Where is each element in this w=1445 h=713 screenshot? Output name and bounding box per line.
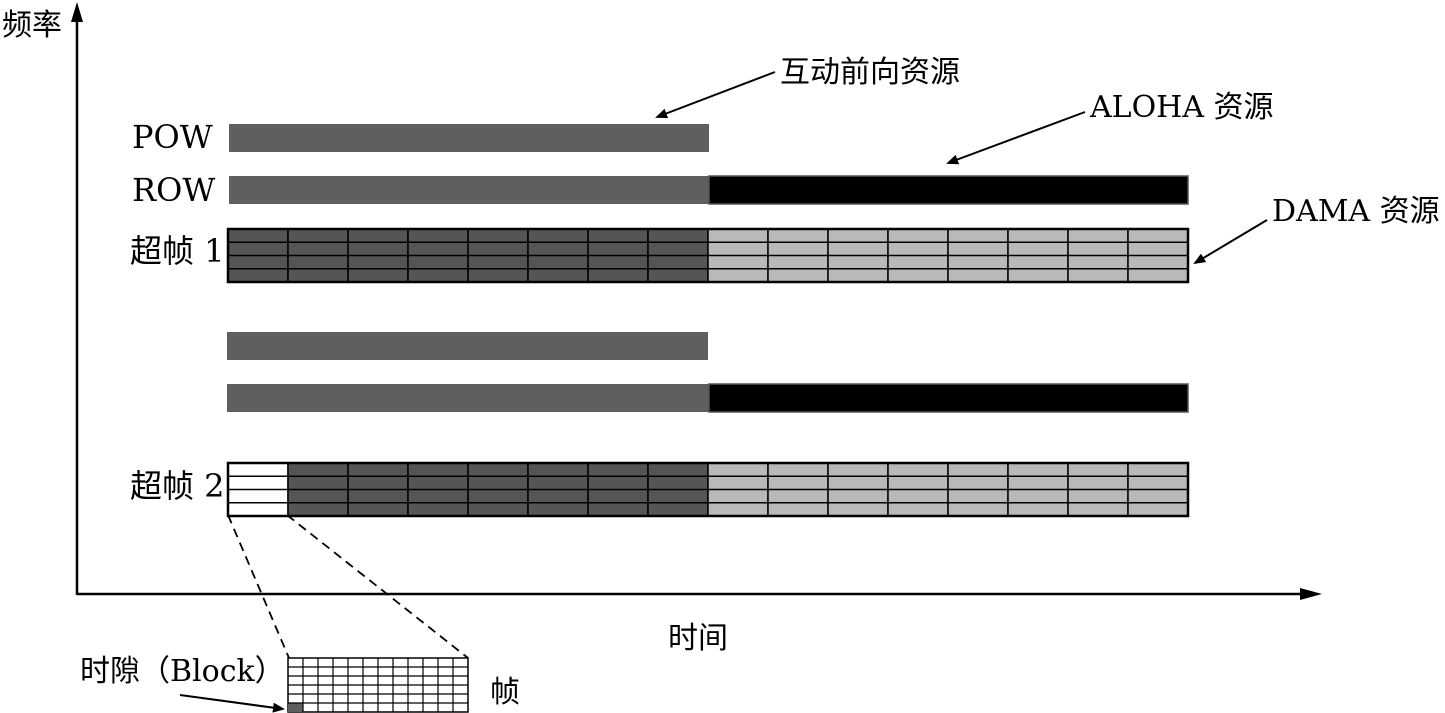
row-aloha-bar-2 xyxy=(708,383,1189,413)
dama-label: DAMA 资源 xyxy=(1272,194,1440,229)
row-forward-bar-1 xyxy=(229,176,709,204)
superframe1-grid xyxy=(226,227,1190,284)
y-axis-arrow xyxy=(71,2,83,22)
timeslot-label: 时隙（Block） xyxy=(80,654,285,689)
pow-bar-1 xyxy=(229,124,709,152)
pow-label: POW xyxy=(132,118,213,156)
zoom-line-left xyxy=(227,514,290,659)
aloha-arrow xyxy=(946,111,1086,165)
row-label: ROW xyxy=(132,171,215,209)
y-axis-label: 频率 xyxy=(2,8,62,43)
highlighted-timeslot xyxy=(288,703,303,712)
interactive-forward-label: 互动前向资源 xyxy=(780,55,960,90)
x-axis-label: 时间 xyxy=(668,621,728,656)
superframe1-label: 超帧 1 xyxy=(130,232,225,270)
x-axis-arrow xyxy=(1300,588,1322,600)
aloha-label: ALOHA 资源 xyxy=(1089,90,1274,125)
row-forward-bar-2 xyxy=(227,384,709,412)
superframe2-label: 超帧 2 xyxy=(130,467,225,505)
interactive-forward-arrow xyxy=(655,71,776,119)
frame-label: 帧 xyxy=(490,675,520,710)
row-aloha-bar-1 xyxy=(708,175,1189,205)
superframe2-grid xyxy=(226,461,1190,518)
superframe2-outline xyxy=(226,461,1190,518)
zoomed-frame-grid xyxy=(287,657,469,713)
timeslot-arrow xyxy=(179,694,285,713)
superframe1-outline xyxy=(226,227,1190,284)
dama-arrow xyxy=(1193,219,1268,265)
zoom-line-right xyxy=(286,514,469,659)
pow-bar-2 xyxy=(227,332,708,360)
